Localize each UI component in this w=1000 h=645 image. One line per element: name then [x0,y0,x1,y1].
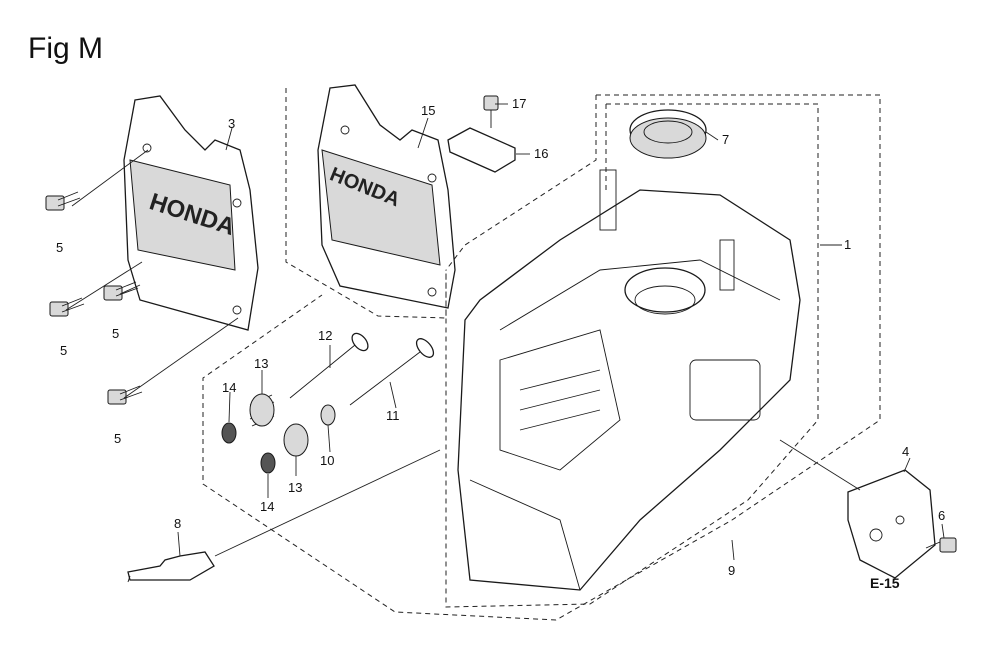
callout-5a: 5 [56,240,63,255]
reference-e15: E-15 [870,575,900,591]
part-7-oil-seal [629,109,707,159]
callout-10: 10 [320,453,334,468]
part-1-cylinder-block [457,169,801,591]
callout-14b: 14 [260,499,274,514]
group-boundary-lines [202,88,881,621]
part-11-valve [349,338,435,406]
callout-labels: 3 15 17 16 7 1 4 6 5 5 5 5 8 9 12 11 13 … [56,96,945,591]
figure-title: Fig M [28,32,103,65]
callout-3: 3 [228,116,235,131]
part-4-cover-plate [847,469,936,579]
part-13-spring-a [249,393,275,427]
part-16-bracket [447,127,516,173]
callout-4: 4 [902,444,909,459]
callout-5b: 5 [60,343,67,358]
callout-11: 11 [386,408,400,423]
callout-1: 1 [844,237,851,252]
part-17-bolt [483,95,499,128]
part-14-retainer-a [221,422,237,444]
part-8-spark-plug [127,551,215,583]
callout-12: 12 [318,328,332,343]
callout-13a: 13 [254,356,268,371]
part-15-head-cover: HONDA [317,84,456,309]
callout-5d: 5 [114,431,121,446]
callout-13b: 13 [288,480,302,495]
callout-15: 15 [421,103,435,118]
part-13-spring-b [283,423,309,457]
callout-17: 17 [512,96,526,111]
leader-lines [65,103,945,561]
bolt-5a [45,191,81,211]
callout-6: 6 [938,508,945,523]
callout-8: 8 [174,516,181,531]
bolt-5c [103,281,139,301]
callout-5c: 5 [112,326,119,341]
callout-7: 7 [722,132,729,147]
part-14-retainer-b [260,452,276,474]
part-3-head-cover: HONDA [123,95,259,331]
callout-9: 9 [728,563,735,578]
part-6-bolt [925,537,957,553]
part-12-valve [289,332,369,399]
bolt-5b [49,297,85,317]
part-10-valve-seal [320,404,336,426]
callout-14a: 14 [222,380,236,395]
part-5-bolts [45,191,143,405]
callout-16: 16 [534,146,548,161]
